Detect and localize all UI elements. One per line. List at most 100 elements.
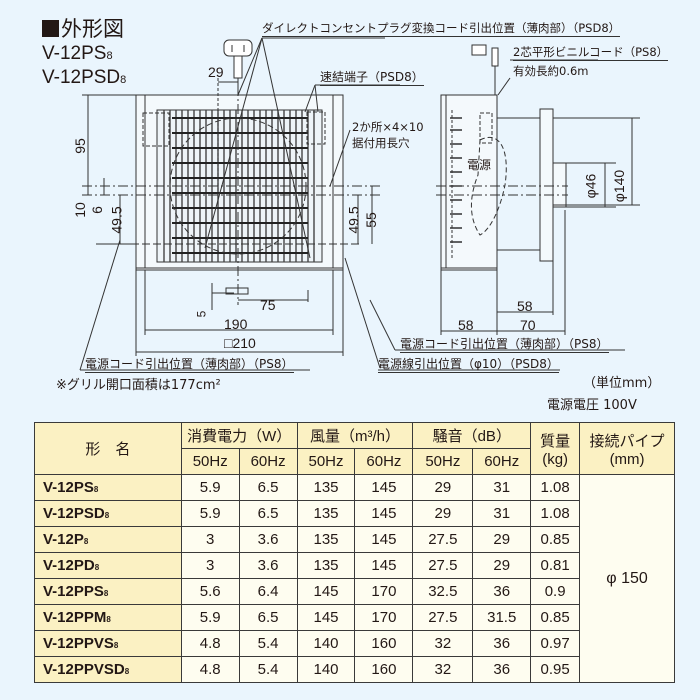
- power-60hz: 3.6: [238, 526, 298, 553]
- table-row: V-12PSD8 5.9 6.5 135 145 29 31 1.08: [34, 500, 675, 527]
- mass-unit: (kg): [542, 450, 569, 468]
- mass: 1.08: [530, 500, 581, 527]
- pipe-diameter: φ 150: [579, 474, 675, 683]
- header-airflow: 風量（m³/h）: [296, 422, 414, 449]
- dim-phi140: φ140: [611, 169, 628, 203]
- dim-5: 5: [194, 310, 209, 318]
- power-50hz: 3: [180, 526, 240, 553]
- model-suffix: 8: [104, 511, 110, 520]
- model-base: V-12PS: [43, 479, 94, 496]
- model-name: V-12PPVS8: [34, 630, 182, 657]
- callout-wire-exit-side: 電源線引出位置（φ10）（PSD8）: [378, 357, 559, 373]
- airflow-60hz: 145: [354, 500, 414, 527]
- model-suffix: 8: [103, 589, 109, 598]
- model-base: V-12PSD: [43, 505, 105, 522]
- model-label-2: V-12PSD8: [42, 67, 126, 91]
- callout-mounting-holes-1: 2か所×4×10: [352, 120, 424, 134]
- power-50hz: 4.8: [180, 656, 240, 683]
- model-base: V-12PSD: [42, 67, 121, 88]
- model-suffix: 8: [83, 537, 89, 546]
- pipe-unit: (mm): [609, 450, 645, 468]
- header-pipe: 接続パイプ(mm): [579, 422, 675, 475]
- header-model: 形 名: [34, 422, 182, 475]
- airflow-50hz: 145: [296, 604, 356, 631]
- airflow-50hz: 135: [296, 552, 356, 579]
- power-60hz: 5.4: [238, 630, 298, 657]
- airflow-60hz: 145: [354, 526, 414, 553]
- noise-50hz: 32: [412, 656, 474, 683]
- mass-label: 質量: [540, 432, 571, 450]
- model-suffix: 8: [113, 641, 119, 650]
- model-suffix: 8: [106, 50, 113, 62]
- square-bullet-icon: [42, 20, 59, 37]
- table-row: V-12PPVSD8 4.8 5.4 140 160 32 36 0.95: [34, 656, 675, 683]
- model-base: V-12PS: [42, 43, 107, 64]
- table-row: V-12PPVS8 4.8 5.4 140 160 32 36 0.97: [34, 630, 675, 657]
- dim-190: 190: [224, 316, 248, 332]
- callout-flat-cord-2: 有効長約0.6m: [513, 64, 589, 78]
- power-50hz: 4.8: [180, 630, 240, 657]
- spec-table: 形 名 消費電力（W） 風量（m³/h） 騒音（dB） 質量(kg) 接続パイプ…: [34, 422, 675, 683]
- dim-10: 10: [71, 202, 88, 218]
- unit-note: （単位mm）: [583, 376, 661, 391]
- callout-direct-plug: ダイレクトコンセントプラグ変換コード引出位置（薄肉部）（PSD8）: [262, 21, 621, 37]
- noise-50hz: 32: [412, 630, 474, 657]
- dim-phi46: φ46: [582, 173, 599, 199]
- dim-58-top: 58: [517, 298, 533, 314]
- airflow-60hz: 170: [354, 578, 414, 605]
- noise-50hz: 29: [412, 500, 474, 527]
- header-mass: 質量(kg): [530, 422, 581, 475]
- airflow-50hz: 135: [296, 500, 356, 527]
- noise-50hz: 27.5: [412, 604, 474, 631]
- mass: 1.08: [530, 474, 581, 501]
- model-name: V-12PS8: [34, 474, 182, 501]
- model-name: V-12PPM8: [34, 604, 182, 631]
- dim-6: 6: [88, 206, 105, 214]
- power-60hz: 6.5: [238, 604, 298, 631]
- airflow-60hz: 160: [354, 630, 414, 657]
- model-name: V-12P8: [34, 526, 182, 553]
- noise-60hz: 31: [472, 500, 532, 527]
- noise-60hz: 29: [472, 526, 532, 553]
- callout-mounting-holes-2: 据付用長穴: [352, 136, 410, 150]
- airflow-50hz: 140: [296, 656, 356, 683]
- header-airflow-50hz: 50Hz: [296, 448, 356, 475]
- noise-60hz: 31: [472, 474, 532, 501]
- power-50hz: 5.9: [180, 500, 240, 527]
- header-power: 消費電力（W）: [180, 422, 298, 449]
- noise-60hz: 36: [472, 630, 532, 657]
- model-suffix: 8: [94, 563, 100, 572]
- mass: 0.9: [530, 578, 581, 605]
- table-row: V-12PD8 3 3.6 135 145 27.5 29 0.81: [34, 552, 675, 579]
- table-row: V-12PPS8 5.6 6.4 145 170 32.5 36 0.9: [34, 578, 675, 605]
- dim-29: 29: [208, 64, 224, 80]
- model-suffix: 8: [106, 615, 111, 624]
- dim-58-bottom: 58: [458, 317, 474, 333]
- power-60hz: 5.4: [238, 656, 298, 683]
- dim-70: 70: [520, 317, 536, 333]
- power-60hz: 3.6: [238, 552, 298, 579]
- airflow-50hz: 145: [296, 578, 356, 605]
- dim-210: □210: [224, 335, 256, 351]
- outline-drawing: [79, 37, 640, 371]
- airflow-60hz: 145: [354, 474, 414, 501]
- grille-area-note: ※グリル開口面積は177cm²: [56, 378, 221, 393]
- power-50hz: 5.9: [180, 604, 240, 631]
- dim-95: 95: [71, 138, 88, 154]
- power-50hz: 5.9: [180, 474, 240, 501]
- table-row: V-12PS8 5.9 6.5 135 145 29 31 1.08 φ 150: [34, 474, 675, 683]
- noise-60hz: 36: [472, 578, 532, 605]
- callout-power: 電源: [467, 158, 492, 172]
- power-60hz: 6.4: [238, 578, 298, 605]
- mass: 0.85: [530, 604, 581, 631]
- model-base: V-12PPS: [43, 583, 104, 600]
- model-base: V-12PPVSD: [43, 661, 125, 678]
- power-50hz: 5.6: [180, 578, 240, 605]
- model-label-1: V-12PS8: [42, 43, 113, 67]
- header-airflow-60hz: 60Hz: [354, 448, 414, 475]
- airflow-60hz: 170: [354, 604, 414, 631]
- model-name: V-12PSD8: [34, 500, 182, 527]
- header-noise-50hz: 50Hz: [412, 448, 474, 475]
- airflow-50hz: 140: [296, 630, 356, 657]
- pipe-label: 接続パイプ: [589, 432, 665, 450]
